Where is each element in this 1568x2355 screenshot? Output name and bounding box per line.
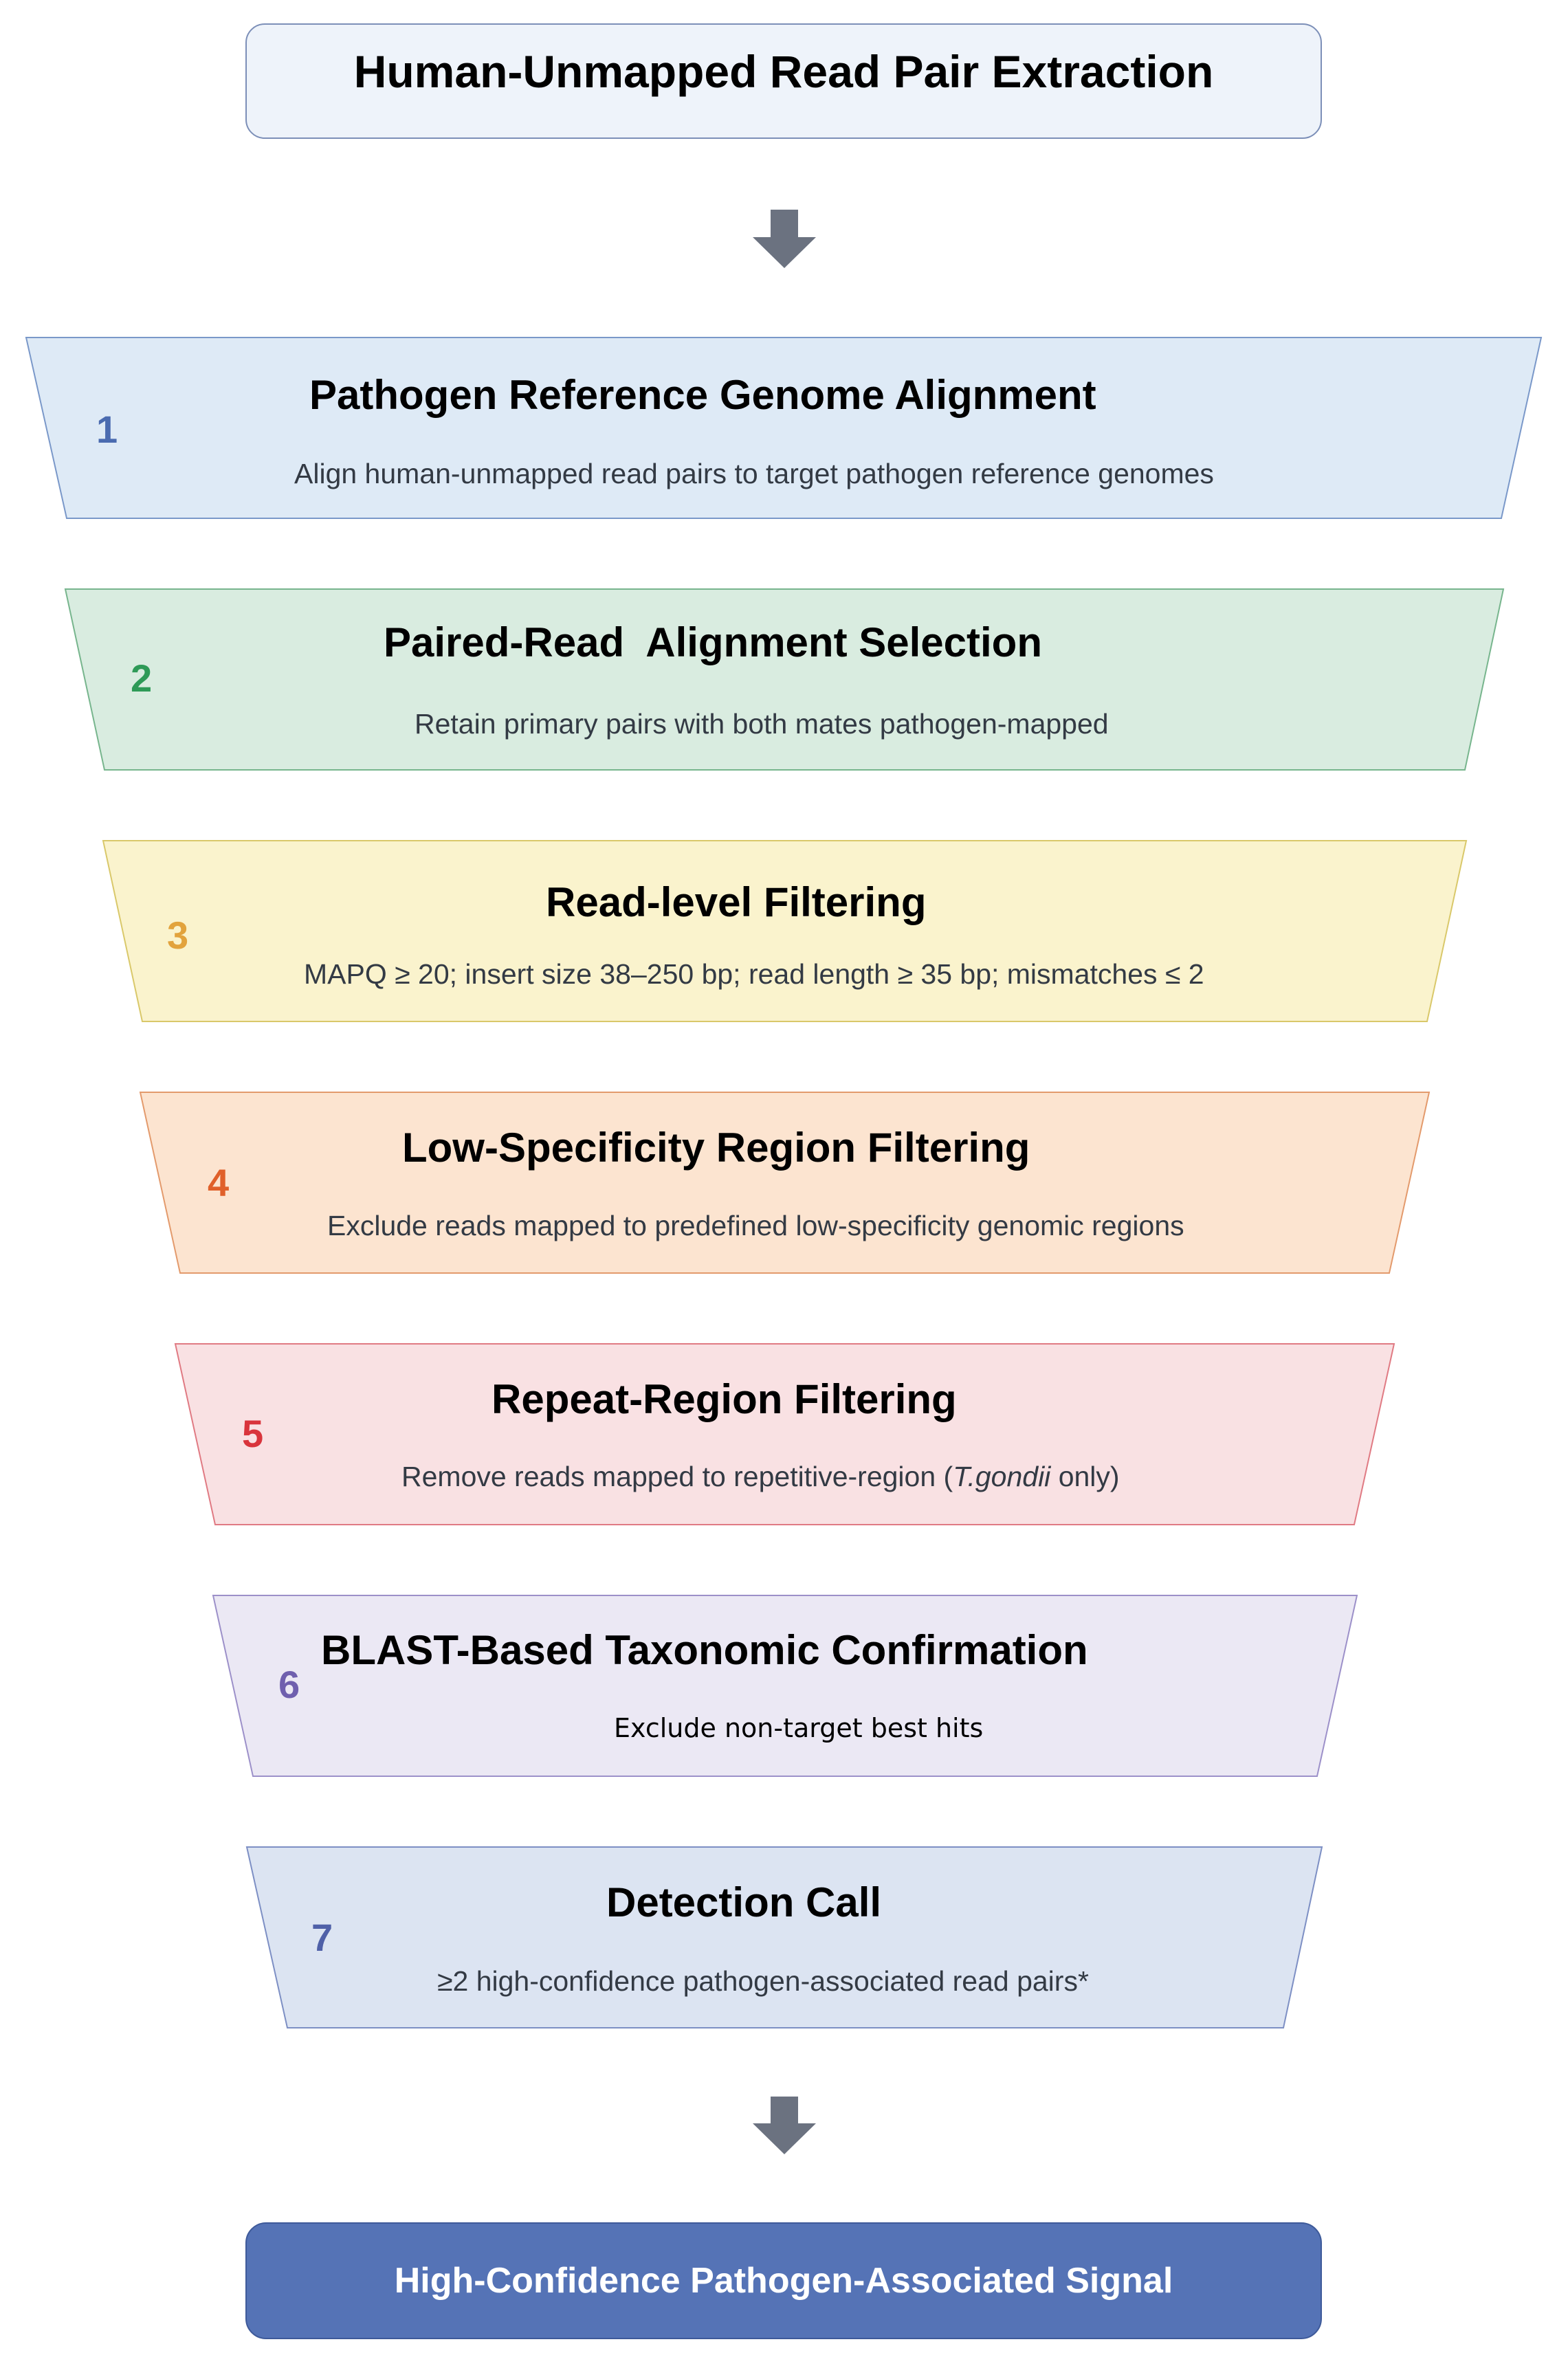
step-description: MAPQ ≥ 20; insert size 38–250 bp; read l… xyxy=(304,958,1204,990)
step-number: 1 xyxy=(96,408,118,451)
species-name: T.gondii xyxy=(953,1461,1051,1492)
pipeline-output-label: High-Confidence Pathogen-Associated Sign… xyxy=(394,2261,1173,2301)
step-description: Retain primary pairs with both mates pat… xyxy=(415,708,1109,740)
stage-6-shape xyxy=(212,1595,1358,1777)
step-title: Detection Call xyxy=(606,1879,882,1925)
step-number: 3 xyxy=(167,914,189,957)
pipeline-output-box: High-Confidence Pathogen-Associated Sign… xyxy=(245,2222,1322,2339)
down-arrow-icon xyxy=(753,2097,816,2154)
stage-2-shape xyxy=(64,588,1505,771)
step-description: Exclude reads mapped to predefined low-s… xyxy=(327,1210,1184,1241)
step-title: Pathogen Reference Genome Alignment xyxy=(309,372,1096,418)
step-number: 5 xyxy=(242,1412,264,1455)
pipeline-input-title: Human-Unmapped Read Pair Extraction xyxy=(353,46,1214,97)
step-description-text: Remove reads mapped to repetitive-region… xyxy=(401,1461,953,1492)
stage-3-shape xyxy=(102,840,1468,1022)
step-description-text: only) xyxy=(1050,1461,1120,1492)
step-description: Align human-unmapped read pairs to targe… xyxy=(294,458,1214,489)
step-title: BLAST-Based Taxonomic Confirmation xyxy=(321,1627,1088,1673)
step-number: 2 xyxy=(131,656,153,700)
step-number: 4 xyxy=(208,1161,230,1204)
stage-1-shape xyxy=(25,337,1543,519)
step-title: Low-Specificity Region Filtering xyxy=(402,1125,1030,1171)
step-description: Remove reads mapped to repetitive-region… xyxy=(401,1463,1120,1491)
step-title: Read-level Filtering xyxy=(546,879,927,925)
stage-7-shape xyxy=(245,1846,1323,2028)
step-description: Exclude non-target best hits xyxy=(614,1713,984,1743)
step-number: 6 xyxy=(278,1663,300,1706)
step-number: 7 xyxy=(311,1916,333,1959)
stage-4-shape xyxy=(139,1092,1431,1274)
down-arrow-icon xyxy=(753,210,816,268)
pipeline-input-box: Human-Unmapped Read Pair Extraction xyxy=(245,23,1322,139)
step-description: ≥2 high-confidence pathogen-associated r… xyxy=(437,1965,1089,1997)
step-title: Paired-Read Alignment Selection xyxy=(384,619,1042,665)
step-title: Repeat-Region Filtering xyxy=(492,1376,957,1422)
stage-5-shape xyxy=(174,1343,1395,1525)
